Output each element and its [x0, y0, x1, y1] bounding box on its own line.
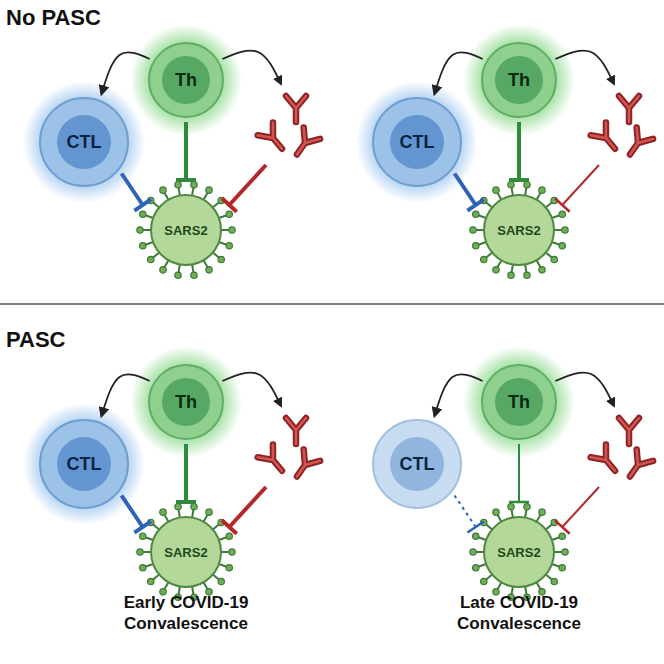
inhibition-bar [134, 521, 151, 532]
help-arrow [222, 373, 281, 406]
cell-circle: Th [481, 42, 557, 118]
connector-line [517, 122, 521, 180]
connector-line [101, 52, 149, 94]
connector-line [122, 173, 143, 205]
inhibition-connector [509, 122, 529, 180]
help-arrow [222, 51, 281, 84]
help-arrow [434, 374, 482, 416]
antibody-symbol [619, 96, 639, 122]
virus-spikes [470, 181, 568, 278]
virus-circle: SARS2 [483, 194, 555, 266]
virus-circle: SARS2 [150, 516, 222, 588]
antibody-symbol [622, 127, 653, 160]
cell-label: Th [162, 56, 210, 104]
help-arrow [555, 373, 614, 406]
inhibition-bar [467, 521, 484, 532]
inhibition-bar [176, 500, 196, 504]
connector-line [455, 173, 476, 205]
cell-circle: Th [148, 364, 224, 440]
cell-label: SARS2 [497, 223, 540, 238]
connector-line [434, 52, 482, 94]
antibody-symbol [591, 444, 623, 477]
inhibition-connector [455, 173, 484, 210]
inhibition-bar [176, 178, 196, 182]
th-glow [463, 346, 575, 458]
panel-illustration [463, 346, 653, 601]
inhibition-line [562, 487, 599, 527]
connector-line [184, 444, 188, 502]
inhibition-connector [455, 495, 484, 532]
cell-label: SARS2 [164, 223, 207, 238]
antibody-symbol [622, 449, 653, 482]
antibody-symbol [591, 122, 623, 155]
cell-label: CTL [57, 437, 111, 491]
group-heading: PASC [6, 326, 66, 354]
help-arrow [101, 374, 149, 416]
column-caption: Late COVID-19 Convalescence [409, 592, 629, 635]
cell-circle: CTL [39, 97, 129, 187]
cell-label: Th [495, 378, 543, 426]
divider-line [0, 303, 664, 305]
inhibition-connector [509, 444, 529, 502]
inhibition-bar [222, 198, 237, 212]
virus-spikes [470, 503, 568, 600]
inhibition-bar [555, 520, 570, 534]
inhibition-connector [176, 444, 196, 502]
help-arrow [555, 51, 614, 84]
column-caption: Early COVID-19 Convalescence [76, 592, 296, 635]
inhibition-bar [509, 178, 529, 182]
cell-label: CTL [57, 115, 111, 169]
inhibition-connector [122, 495, 151, 532]
connector-line [184, 122, 188, 180]
cell-label: SARS2 [497, 545, 540, 560]
connector-line [101, 374, 149, 416]
antibody-symbol [286, 96, 306, 122]
antibody-symbol [286, 418, 306, 444]
cell-circle: Th [481, 364, 557, 440]
cell-circle: CTL [372, 97, 462, 187]
inhibition-bar [509, 501, 529, 504]
cell-circle: Th [148, 42, 224, 118]
virus-spikes [137, 503, 235, 600]
help-arrow [434, 52, 482, 94]
group-heading: No PASC [6, 4, 101, 32]
virus-spikes [137, 181, 235, 278]
inhibition-bar [555, 198, 570, 212]
help-arrow [101, 52, 149, 94]
connector-line [434, 374, 482, 416]
inhibition-connector [176, 122, 196, 180]
inhibition-bar [467, 199, 484, 210]
antibody-symbol [258, 444, 290, 477]
cell-label: CTL [390, 115, 444, 169]
virus-circle: SARS2 [483, 516, 555, 588]
connector-line [518, 444, 520, 502]
cell-circle: CTL [372, 419, 462, 509]
connector-line [455, 495, 476, 527]
inhibition-line [229, 165, 266, 205]
antibody-symbol [289, 449, 320, 482]
cell-label: CTL [390, 437, 444, 491]
inhibition-bar [134, 199, 151, 210]
virus-circle: SARS2 [150, 194, 222, 266]
connector-line [122, 495, 143, 527]
cell-circle: CTL [39, 419, 129, 509]
panel-illustration [23, 24, 320, 279]
panel-illustration [356, 24, 653, 279]
inhibition-line [229, 487, 266, 527]
panel-illustration [23, 346, 320, 601]
inhibition-connector [122, 173, 151, 210]
th-glow [130, 346, 242, 458]
antibody-symbol [619, 418, 639, 444]
cell-label: Th [162, 378, 210, 426]
inhibition-line [562, 165, 599, 205]
antibody-symbol [258, 122, 290, 155]
th-glow [463, 24, 575, 136]
antibody-symbol [289, 127, 320, 160]
cell-label: Th [495, 56, 543, 104]
th-glow [130, 24, 242, 136]
inhibition-bar [222, 520, 237, 534]
cell-label: SARS2 [164, 545, 207, 560]
